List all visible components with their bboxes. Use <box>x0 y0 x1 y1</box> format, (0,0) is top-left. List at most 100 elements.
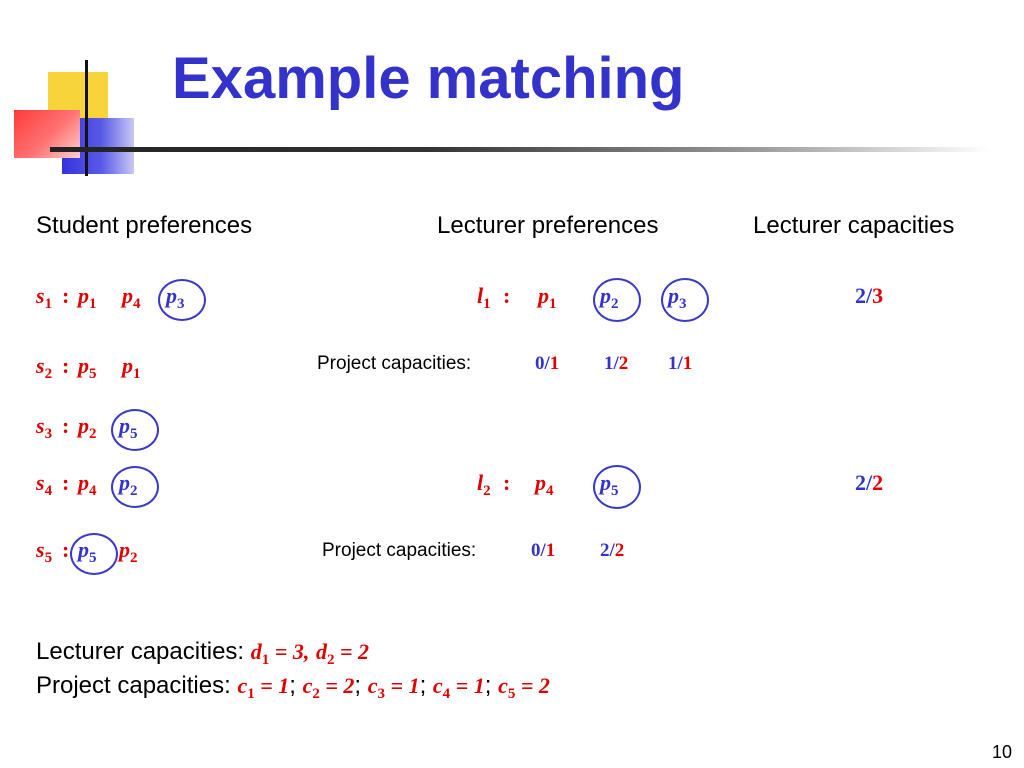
match-circle <box>661 278 709 322</box>
lecturer-capacities-line: Lecturer capacities: d1 = 3, d2 = 2 <box>36 638 369 669</box>
header-lecturer-capacities: Lecturer capacities <box>753 212 955 239</box>
fraction-slash: / <box>540 540 546 561</box>
fraction-slash: / <box>866 470 873 495</box>
student-s3-pref-p2: p2 <box>78 413 97 442</box>
match-circle <box>158 279 206 321</box>
student-colon: : <box>62 413 70 438</box>
project-capacity-c1: c1 <box>237 673 255 702</box>
student-s1-pref-p4-index: 4 <box>133 296 141 312</box>
lecturer-capacity-used: 2 <box>855 470 866 495</box>
project-capacity-used: 2 <box>600 540 610 561</box>
project-capacity-used: 1 <box>604 353 614 374</box>
student-colon: : <box>62 537 70 562</box>
student-s3: s3 <box>36 413 53 442</box>
project-capacity-total: 1 <box>549 353 560 374</box>
lecturer-capacities-label: Lecturer capacities: <box>36 638 245 665</box>
lecturer-l2-pref-p4: p4 <box>535 470 554 499</box>
fraction-slash: / <box>544 353 550 374</box>
lecturer-l2: l2 <box>477 470 491 499</box>
header-student-preferences: Student preferences <box>36 212 253 239</box>
equals-sign: = <box>515 673 539 698</box>
student-s1-index: 1 <box>44 296 53 312</box>
match-circle <box>593 278 641 322</box>
lecturer-l1-pref-p1: p1 <box>538 283 557 312</box>
lecturer-l2-index: 2 <box>483 483 491 499</box>
lecturer-capacity-used: 2 <box>855 283 866 308</box>
student-s4-pref-p4-index: 4 <box>89 483 97 499</box>
lecturer-l1-pref-p1-index: 1 <box>549 296 557 312</box>
match-circle <box>70 533 118 575</box>
match-circle <box>111 409 159 451</box>
project-capacity-value: 2 <box>538 673 550 698</box>
project-capacity-value: 1 <box>473 673 485 698</box>
lecturer-colon: : <box>503 283 511 308</box>
student-s4-index: 4 <box>44 483 53 499</box>
lecturer-capacity-value: 2 <box>358 639 370 664</box>
separator: ; <box>289 672 296 699</box>
logo-vertical-line <box>85 60 88 176</box>
equals-sign: = <box>269 639 293 664</box>
student-s5: s5 <box>36 537 53 566</box>
equals-sign: = <box>254 673 279 698</box>
student-s2-pref-p1: p1 <box>122 353 141 382</box>
project-capacity-total: 2 <box>614 540 625 561</box>
project-capacity-c3: c3 <box>367 673 386 702</box>
student-s3-pref-p2-index: 2 <box>89 426 97 442</box>
lecturer-l1: l1 <box>477 283 491 312</box>
student-s1-pref-p4: p4 <box>122 283 141 312</box>
equals-sign: = <box>334 639 359 664</box>
match-circle <box>111 466 159 508</box>
student-s3-index: 3 <box>44 426 53 442</box>
match-circle <box>593 465 641 509</box>
equals-sign: = <box>385 673 409 698</box>
student-s2-pref-p5: p5 <box>78 353 97 382</box>
title-divider <box>50 147 990 152</box>
lecturer-capacity-total: 2 <box>872 470 884 495</box>
project-capacity-total: 2 <box>618 353 629 374</box>
lecturer-capacity-d2: d2 <box>316 639 335 668</box>
project-capacity-used: 1 <box>668 353 678 374</box>
project-capacity-fraction: 0/1 <box>535 353 559 375</box>
project-capacity-used: 0 <box>535 353 545 374</box>
fraction-slash: / <box>613 353 619 374</box>
student-s5-index: 5 <box>44 550 53 566</box>
student-s2: s2 <box>36 353 53 382</box>
student-s5-pref-p2: p2 <box>119 537 138 566</box>
student-s5-pref-p2-index: 2 <box>130 550 138 566</box>
project-capacity-fraction: 1/1 <box>668 353 692 375</box>
project-capacity-c2-index: 2 <box>312 686 320 702</box>
separator: ; <box>419 672 427 699</box>
project-capacities-label: Project capacities: <box>36 672 231 699</box>
lecturer-capacity-fraction: 2/2 <box>855 470 883 496</box>
lecturer-l1-index: 1 <box>483 296 491 312</box>
project-capacities-label: Project capacities: <box>317 353 472 374</box>
student-s1-pref-p1: p1 <box>78 283 97 312</box>
project-capacities-values: c1 = 1; c2 = 2; c3 = 1; c4 = 1; c5 = 2 <box>237 672 550 702</box>
separator: ; <box>484 672 492 699</box>
project-capacity-c5: c5 <box>498 673 516 702</box>
equals-sign: = <box>450 673 474 698</box>
project-capacity-value: 2 <box>343 673 355 698</box>
separator: ; <box>354 672 362 699</box>
lecturer-l2-pref-p4-index: 4 <box>546 483 554 499</box>
student-colon: : <box>62 283 70 308</box>
project-capacities-label: Project capacities: <box>322 540 477 561</box>
student-s2-pref-p1-index: 1 <box>133 366 141 382</box>
project-capacity-c5-index: 5 <box>507 686 516 702</box>
project-capacity-value: 1 <box>408 673 420 698</box>
slide-title: Example matching <box>172 46 685 111</box>
student-s4: s4 <box>36 470 53 499</box>
project-capacity-fraction: 1/2 <box>604 353 628 375</box>
project-capacity-c4-index: 4 <box>442 686 451 702</box>
lecturer-capacity-fraction: 2/3 <box>855 283 883 309</box>
project-capacity-used: 0 <box>531 540 541 561</box>
fraction-slash: / <box>677 353 683 374</box>
project-capacity-c4: c4 <box>432 673 451 702</box>
student-s1: s1 <box>36 283 53 312</box>
project-capacity-c3-index: 3 <box>377 686 386 702</box>
lecturer-capacity-value: 3, <box>292 639 310 664</box>
lecturer-capacities-values: d1 = 3, d2 = 2 <box>251 638 370 668</box>
project-capacity-c1-index: 1 <box>247 686 255 702</box>
project-capacity-fraction: 0/1 <box>531 540 555 562</box>
project-capacity-total: 1 <box>545 540 556 561</box>
